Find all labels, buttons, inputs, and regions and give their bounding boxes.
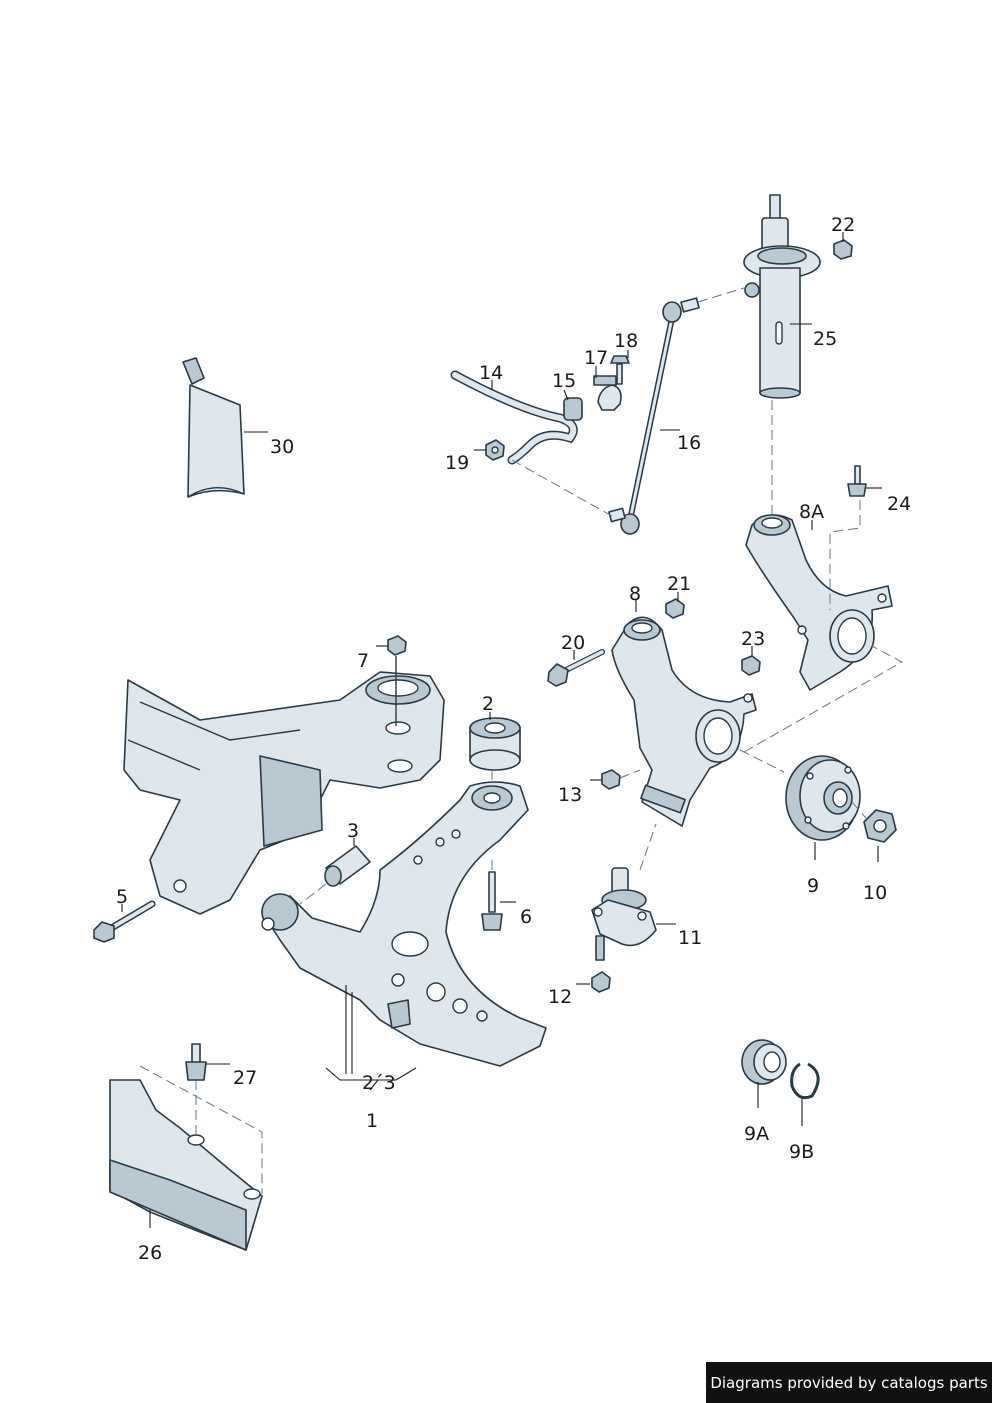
part-27-bolt[interactable] — [185, 1043, 207, 1081]
part-9A-wheel-bearing[interactable] — [741, 1039, 787, 1085]
part-13-nut[interactable] — [601, 769, 621, 790]
callout-25: 25 — [813, 328, 837, 350]
part-19-nut[interactable] — [485, 439, 505, 461]
part-25-shock-strut[interactable] — [743, 194, 821, 399]
callout-15: 15 — [552, 370, 576, 392]
callout-2: 2 — [482, 693, 494, 715]
part-18-bolt[interactable] — [610, 355, 630, 385]
part-15-rubber-mount[interactable] — [563, 397, 583, 421]
callout-18: 18 — [614, 330, 638, 352]
callout-9A: 9A — [744, 1123, 769, 1145]
callout-9: 9 — [807, 875, 819, 897]
part-12-nut[interactable] — [591, 971, 611, 993]
callout-9B: 9B — [789, 1141, 814, 1163]
callout-26: 26 — [138, 1242, 162, 1264]
part-23-nut[interactable] — [741, 655, 761, 676]
part-20-bolt[interactable] — [547, 649, 605, 687]
part-7-nut[interactable] — [387, 635, 407, 656]
part-10-hub-nut[interactable] — [863, 809, 897, 843]
credit-text: Diagrams provided by catalogs parts — [710, 1373, 988, 1392]
part-11-ball-joint[interactable] — [591, 867, 657, 961]
callout-2-3: 2´3 — [362, 1072, 396, 1094]
callout-23: 23 — [741, 628, 765, 650]
part-subframe[interactable] — [123, 671, 445, 915]
part-8-wheel-bearing-housing[interactable] — [611, 616, 757, 827]
callout-7: 7 — [357, 650, 369, 672]
part-21-nut[interactable] — [665, 598, 685, 619]
callout-30: 30 — [270, 436, 294, 458]
callout-5: 5 — [116, 886, 128, 908]
callout-10: 10 — [863, 882, 887, 904]
part-30-grease-tube[interactable] — [182, 357, 245, 498]
callout-12: 12 — [548, 986, 572, 1008]
callout-24: 24 — [887, 493, 911, 515]
callout-8: 8 — [629, 583, 641, 605]
callout-19: 19 — [445, 452, 469, 474]
callout-16: 16 — [677, 432, 701, 454]
part-9B-circlip[interactable] — [790, 1062, 820, 1100]
part-16-coupling-rod[interactable] — [608, 297, 700, 535]
part-8A-wheel-bearing-housing[interactable] — [745, 514, 893, 691]
part-26-undertray[interactable] — [109, 1079, 263, 1251]
credit-footer: Diagrams provided by catalogs parts — [706, 1362, 992, 1403]
callout-14: 14 — [479, 362, 503, 384]
part-3-bush[interactable] — [324, 845, 371, 887]
callout-20: 20 — [561, 632, 585, 654]
callout-17: 17 — [584, 347, 608, 369]
callout-22: 22 — [831, 214, 855, 236]
callout-8A: 8A — [799, 501, 824, 523]
callout-3: 3 — [347, 820, 359, 842]
part-1-wishbone[interactable] — [261, 781, 547, 1067]
part-6-bolt[interactable] — [481, 871, 503, 931]
part-14-stabilizer-bar[interactable] — [450, 370, 578, 465]
part-2-bonded-rubber-bush[interactable] — [469, 717, 521, 771]
part-9-wheel-hub[interactable] — [785, 755, 861, 841]
callout-1: 1 — [366, 1110, 378, 1132]
callout-13: 13 — [558, 784, 582, 806]
part-24-bolt[interactable] — [847, 465, 867, 497]
callout-21: 21 — [667, 573, 691, 595]
part-5-bolt[interactable] — [93, 900, 156, 943]
part-22-nut[interactable] — [833, 239, 853, 260]
callout-27: 27 — [233, 1067, 257, 1089]
part-17-clamp[interactable] — [593, 375, 622, 411]
callout-11: 11 — [678, 927, 702, 949]
callout-6: 6 — [520, 906, 532, 928]
